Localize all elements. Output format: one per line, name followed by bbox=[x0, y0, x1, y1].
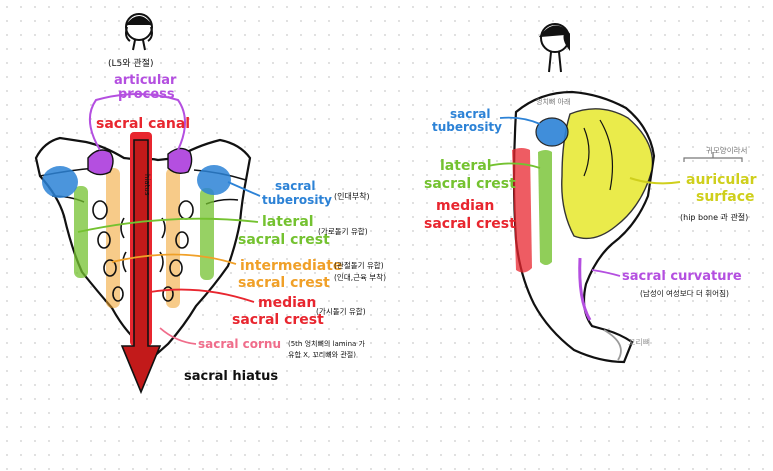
articular-process-left bbox=[87, 149, 114, 176]
sacral-cornu-label: sacral cornu bbox=[198, 337, 281, 351]
head-note: (L5와 관절) bbox=[108, 57, 153, 69]
lateral-crest-label-r1: lateral bbox=[440, 158, 492, 174]
arrow-text: hiatus bbox=[143, 174, 151, 196]
lateral-crest-label-2: sacral crest bbox=[238, 232, 330, 248]
lateral-crest-label-r2: sacral crest bbox=[424, 176, 516, 192]
intermediate-crest-strip-right bbox=[166, 168, 180, 308]
auricular-sub: (hip bone 과 관절) bbox=[680, 212, 748, 222]
lateral-crest-strip-lateral bbox=[538, 150, 552, 265]
sacral-canal-label: sacral canal bbox=[96, 116, 190, 132]
cornu-leader bbox=[159, 327, 197, 345]
sacral-hiatus-label: sacral hiatus bbox=[184, 369, 278, 384]
curvature-note: (남성이 여성보다 더 휘어짐) bbox=[640, 288, 729, 298]
articular-process-bracket bbox=[89, 93, 186, 151]
intermediate-note-2: (인대,근육 부착) bbox=[334, 272, 386, 282]
auricular-surface-patch bbox=[561, 108, 654, 240]
top-note: 엉치뼈 아래 bbox=[536, 97, 570, 106]
sacral-tuberosity-label-r1: sacral bbox=[450, 107, 490, 121]
articular-process-label-1: articular bbox=[114, 73, 177, 88]
lateral-leader bbox=[77, 217, 259, 233]
articular-process-label-2: process bbox=[118, 87, 175, 102]
median-crest-strip-lateral bbox=[512, 148, 532, 273]
intermediate-crest-strip-left bbox=[106, 168, 120, 308]
posterior-view-figure: (L5와 관절) bbox=[34, 13, 386, 395]
auricular-leader bbox=[629, 177, 681, 185]
auricular-surface-label-1: auricular bbox=[686, 172, 757, 188]
intermediate-crest-label-1: intermediate bbox=[240, 258, 342, 274]
tuberosity-patch-right bbox=[197, 165, 231, 195]
lateral-crest-strip-right bbox=[200, 188, 214, 280]
coccyx-note: 꼬리뼈 bbox=[628, 337, 650, 347]
auricular-contour bbox=[583, 119, 614, 191]
intermediate-leader bbox=[111, 253, 237, 265]
curvature-leader bbox=[591, 269, 621, 277]
auricular-surface-label-2: surface bbox=[696, 189, 755, 205]
cornu-note-1: (5th 엉치뼈의 lamina 가 bbox=[288, 339, 366, 348]
articular-process-right bbox=[167, 147, 193, 175]
median-crest-label-2: sacral crest bbox=[232, 312, 324, 328]
cornu-note-2: 유합 X, 꼬리뼈와 관절) bbox=[288, 350, 356, 359]
sacral-curvature-label: sacral curvature bbox=[622, 269, 742, 284]
coccyx-bracket bbox=[603, 329, 622, 361]
lateral-note: (가로돌기 유합) bbox=[318, 227, 368, 236]
sacral-tuberosity-label-2: tuberosity bbox=[262, 193, 332, 207]
sacral-tuberosity-note: (인대부착) bbox=[334, 191, 370, 201]
sacral-foramina bbox=[92, 200, 194, 302]
lateral-crest-label-1: lateral bbox=[262, 214, 314, 230]
median-note: (가시돌기 유합) bbox=[316, 307, 366, 316]
tuberosity-leader bbox=[227, 181, 261, 197]
sacral-tuberosity-label-r2: tuberosity bbox=[432, 120, 502, 134]
median-leader bbox=[149, 288, 255, 303]
tuberosity-leader-r bbox=[499, 116, 541, 125]
median-crest-label-1: median bbox=[258, 295, 316, 311]
intermediate-note-1: (관절돌기 유합) bbox=[334, 260, 384, 270]
median-crest-label-r2: sacral crest bbox=[424, 216, 516, 232]
head-icon-left bbox=[125, 13, 153, 51]
hiatus-arrow bbox=[120, 139, 162, 395]
tuberosity-patch-lateral bbox=[535, 117, 569, 147]
median-crest-label-r1: median bbox=[436, 198, 494, 214]
head-icon-right bbox=[538, 23, 570, 73]
sacral-curvature-line bbox=[578, 257, 592, 321]
lateral-view-figure: 엉치뼈 아래 sacral tuberosity lateral sacral … bbox=[424, 23, 757, 364]
auricular-note: 귀모양이라서 bbox=[706, 145, 747, 155]
auricular-bracket bbox=[683, 152, 743, 162]
lateral-leader-r bbox=[487, 162, 541, 169]
intermediate-crest-label-2: sacral crest bbox=[238, 275, 330, 291]
sacral-tuberosity-label-1: sacral bbox=[275, 179, 315, 193]
tuberosity-patch-left bbox=[42, 166, 78, 198]
